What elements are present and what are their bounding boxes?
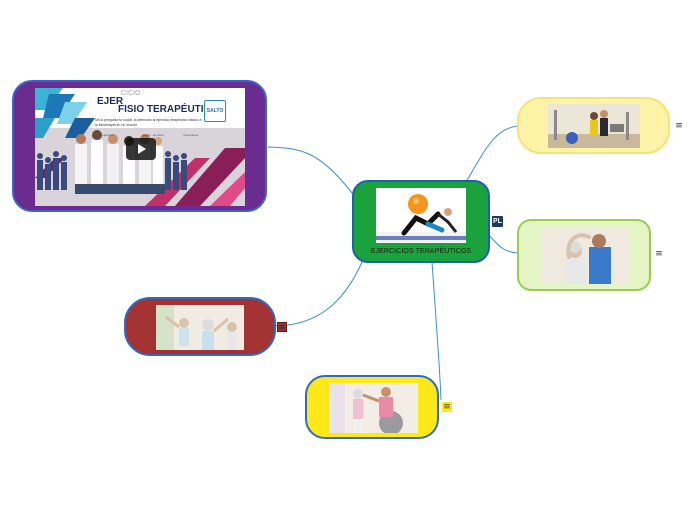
video-subtitle: Mil la pesquisa fu social, la intención … bbox=[95, 118, 205, 127]
center-topic-image bbox=[376, 188, 466, 243]
link-center-video bbox=[268, 147, 355, 197]
seniors-note-icon[interactable]: ≡ bbox=[277, 322, 287, 332]
branch-seniors-node[interactable] bbox=[124, 297, 276, 356]
gym-rehab-illustration bbox=[548, 104, 640, 148]
branch-stretch-node[interactable] bbox=[517, 219, 651, 291]
senior-class-illustration bbox=[156, 305, 244, 350]
ball-note-icon[interactable]: ≡ bbox=[442, 402, 452, 412]
link-center-stretch bbox=[489, 235, 518, 253]
video-title-overlay: CICIO bbox=[121, 90, 140, 97]
gym-image bbox=[548, 104, 640, 148]
center-topic-node[interactable]: EJERCICIOS TERAPÉUTICOS bbox=[352, 180, 490, 263]
center-topic-label: EJERCICIOS TERAPÉUTICOS bbox=[354, 248, 488, 255]
video-footer-1: fisioterapia.es bbox=[95, 133, 114, 137]
stretch-note-icon[interactable]: ≡ bbox=[654, 249, 664, 259]
seniors-image bbox=[156, 305, 244, 350]
gym-note-icon[interactable]: ≡ bbox=[674, 121, 684, 131]
branch-ball-node[interactable] bbox=[305, 375, 439, 439]
pl-badge[interactable]: PL bbox=[492, 216, 503, 227]
branch-video-node[interactable]: EJER CICIO FISIO TERAPÉUTICO Mil la pesq… bbox=[12, 80, 267, 212]
pilates-ball-illustration bbox=[376, 188, 466, 243]
video-thumbnail[interactable]: EJER CICIO FISIO TERAPÉUTICO Mil la pesq… bbox=[35, 88, 245, 206]
video-logo: SALTO bbox=[204, 100, 226, 122]
play-icon bbox=[126, 138, 156, 160]
stretch-assist-illustration bbox=[541, 227, 630, 284]
ball-exercise-illustration bbox=[329, 383, 418, 433]
play-button[interactable] bbox=[126, 138, 156, 160]
link-center-gym bbox=[466, 126, 518, 182]
video-footer-2: salud · ejercicio bbox=[143, 133, 164, 137]
video-footer-3: movimiento bbox=[183, 133, 198, 137]
ball-image bbox=[329, 383, 418, 433]
stretch-image bbox=[541, 227, 630, 284]
link-center-ball bbox=[432, 262, 441, 400]
link-center-seniors bbox=[276, 262, 362, 326]
branch-gym-node[interactable] bbox=[517, 97, 670, 154]
